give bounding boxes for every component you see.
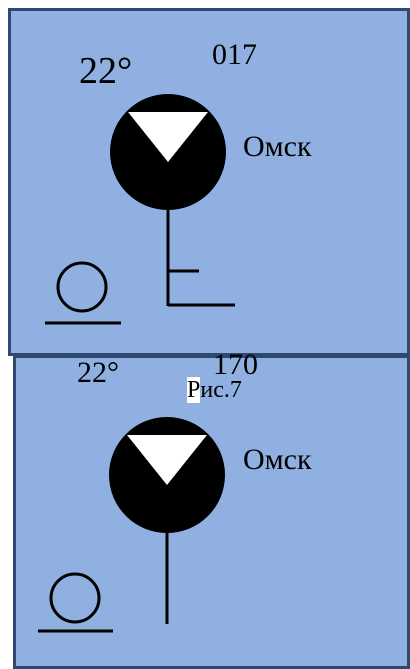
station-number-2: 170: [213, 348, 258, 381]
cloud-cover-gap-2: [127, 435, 207, 485]
station-marker-2: [38, 572, 113, 633]
temperature-label-2: 22°: [77, 356, 119, 389]
figure-caption-rest: ис.7: [200, 377, 242, 403]
wind-staff-1: [166, 210, 235, 307]
circle-marker-icon-1: [56, 261, 108, 313]
station-number-1: 017: [212, 38, 257, 71]
figure-caption-first-letter: Р: [187, 377, 201, 403]
cloud-cover-gap-1: [128, 112, 208, 162]
circle-marker-icon-2: [49, 572, 101, 624]
cloud-cover-symbol-1: [110, 94, 226, 210]
city-label-2: Омск: [243, 443, 312, 476]
city-label-1: Омск: [243, 130, 312, 163]
temperature-label-1: 22°: [79, 50, 133, 92]
cloud-cover-symbol-2: [109, 417, 225, 533]
figure-caption: Рис.7: [187, 377, 242, 403]
station-marker-1: [45, 261, 121, 325]
